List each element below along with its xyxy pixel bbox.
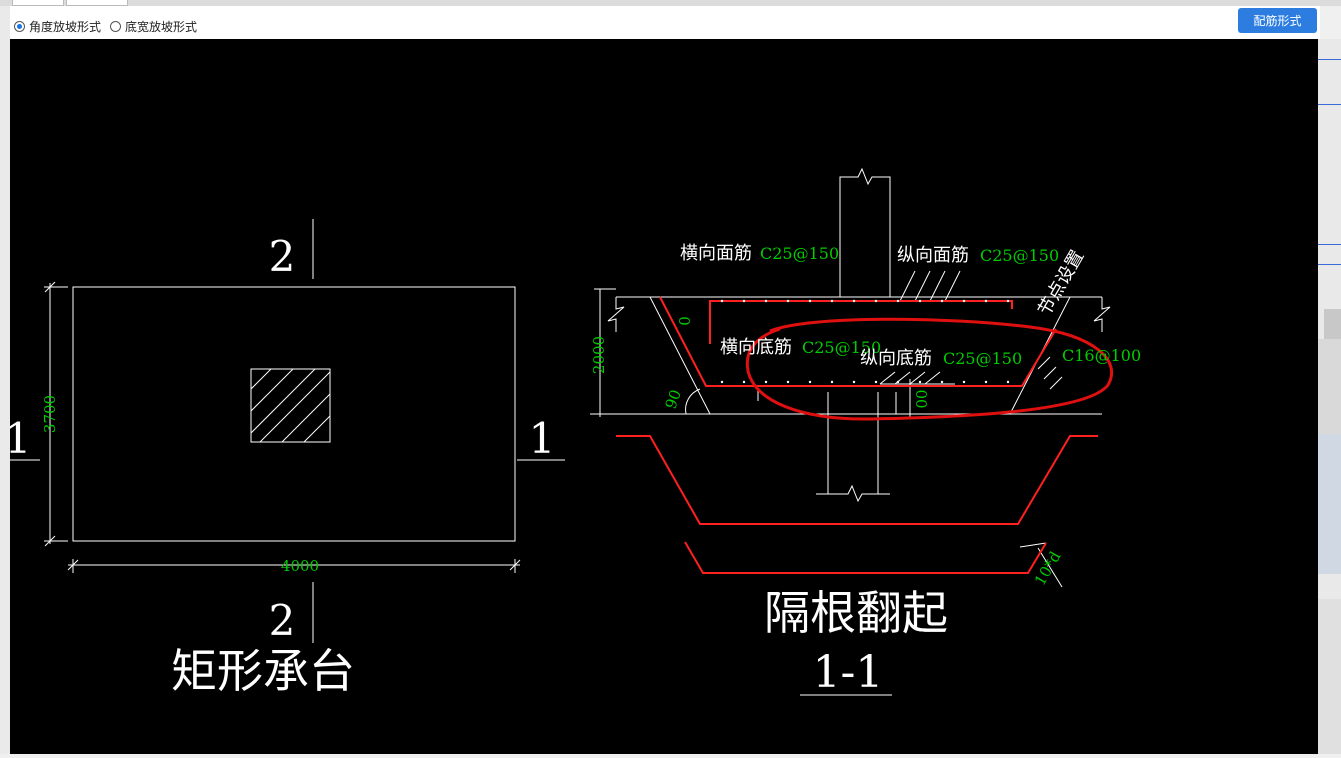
value-bottom-transverse: C25@150 [802,338,881,357]
radio-angle-slope-label: 角度放坡形式 [29,20,102,34]
bottom-rebar [659,296,1057,387]
cad-drawing-canvas: 2 2 1 1 3700 4000 矩形承台 [5,39,1318,754]
plan-dim-width: 4000 [281,557,319,575]
tab-2[interactable] [66,0,128,6]
rebar-lines [616,296,1098,574]
column-hatched [250,368,331,443]
section-view [590,167,1111,588]
column-above [839,167,891,297]
section-rebar-upper [616,435,1098,525]
pile-cap-outline [72,286,516,542]
pile-below [816,392,829,495]
top-rebar [709,300,1013,344]
toolbar: 角度放坡形式 底宽放坡形式 [10,6,1320,39]
dim-zero: 0 [676,316,694,326]
plan-view [10,219,565,643]
section-subtitle: 1-1 [813,647,884,698]
plan-section-mark-1-right: 1 [529,414,556,463]
plan-section-mark-2-bottom: 2 [269,596,296,645]
section-rebar-lower [684,541,1047,574]
value-top-transverse: C25@150 [760,244,839,263]
radio-bottom-width-slope[interactable]: 底宽放坡形式 [110,18,197,35]
dim-angle: 90 [662,387,685,411]
label-top-longitudinal: 纵向面筋 [897,245,969,266]
plan-title: 矩形承台 [171,644,355,698]
window-top-strip [0,0,1341,6]
value-bottom-longitudinal: C25@150 [943,349,1022,368]
plan-section-mark-1-left: 1 [10,414,31,463]
column-hatch-lines [250,368,331,443]
dim-depth: 2000 [590,336,608,374]
rebar-form-button[interactable]: 配筋形式 [1238,8,1317,33]
rebar-dots [720,299,1010,384]
tab-1[interactable] [12,0,64,6]
radio-bottom-width-slope-label: 底宽放坡形式 [125,20,198,34]
annotation-ellipse [745,317,1114,421]
radio-selected-icon [14,21,25,32]
plan-dim-height: 3700 [41,395,59,433]
left-edge-panel [0,6,10,754]
value-top-longitudinal: C25@150 [980,246,1059,265]
value-side: C16@100 [1062,346,1141,365]
right-side-panel [1318,39,1341,754]
radio-unselected-icon [110,21,121,32]
label-bottom-transverse: 横向底筋 [720,337,792,358]
section-title: 隔根翻起 [764,586,948,640]
plan-section-mark-2-top: 2 [269,232,296,281]
label-bottom-longitudinal: 纵向底筋 [860,348,932,369]
radio-angle-slope[interactable]: 角度放坡形式 [14,18,101,35]
dim-cover: 00 [912,389,930,408]
label-top-transverse: 横向面筋 [680,243,752,264]
